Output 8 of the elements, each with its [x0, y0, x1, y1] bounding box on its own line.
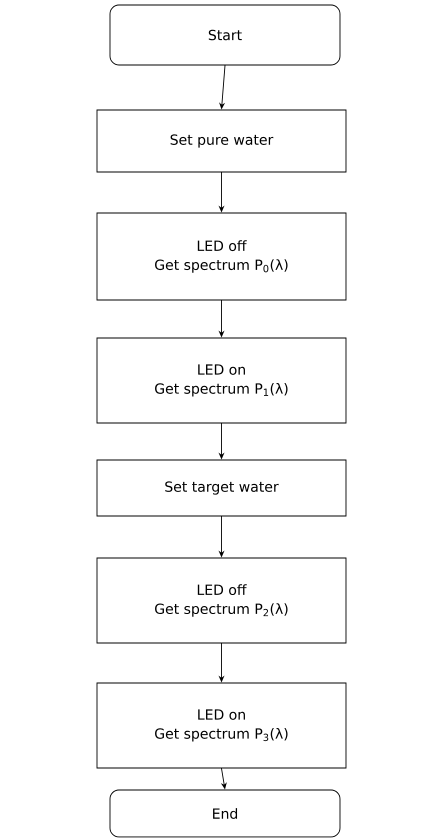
process-box: LED on Get spectrum P$_{1}$(λ)	[96, 338, 346, 424]
process-box: Set pure water	[96, 110, 346, 172]
terminal-box: End	[110, 790, 340, 838]
process-box: Set target water	[96, 460, 346, 516]
terminal-box: Start	[110, 4, 340, 66]
process-box: LED off Get spectrum P$_{2}$(λ)	[96, 558, 346, 644]
process-box: LED off Get spectrum P$_{0}$(λ)	[96, 212, 346, 300]
process-box: LED on Get spectrum P$_{3}$(λ)	[96, 682, 346, 768]
